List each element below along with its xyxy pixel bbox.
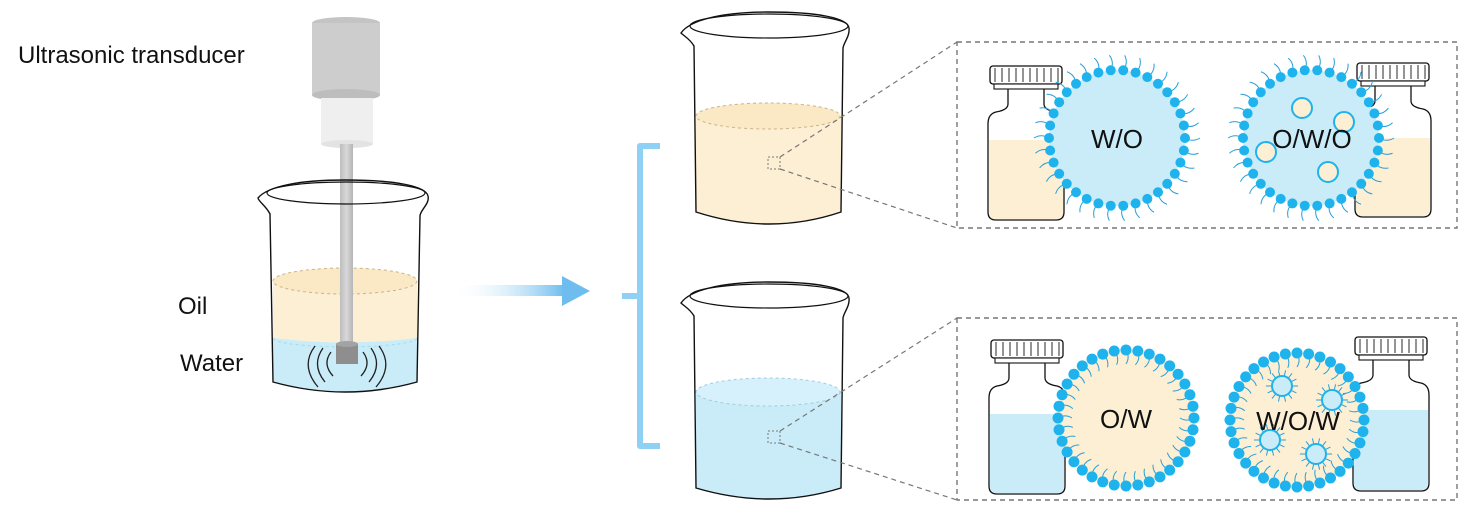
label-water: Water xyxy=(180,350,244,377)
sound-waves xyxy=(307,345,387,388)
bracket xyxy=(622,143,660,449)
droplet-wo xyxy=(1033,55,1201,221)
transducer xyxy=(312,17,380,148)
zoom-lines xyxy=(779,41,958,501)
droplet-owo xyxy=(1227,55,1395,221)
vial-water-right xyxy=(1352,336,1430,492)
label-oil: Oil xyxy=(178,293,208,320)
vial-water-left xyxy=(988,339,1066,495)
vial-oil-left xyxy=(987,65,1065,221)
droplet-ow xyxy=(1052,344,1200,492)
droplets xyxy=(1033,55,1395,493)
ultrasonic-setup xyxy=(257,17,429,393)
label-wow: W/O/W xyxy=(1256,406,1340,436)
droplet-wow xyxy=(1224,347,1370,493)
label-transducer: Ultrasonic transducer xyxy=(18,42,245,69)
beaker-water-continuous xyxy=(680,281,850,500)
beaker-oil-continuous xyxy=(680,11,850,225)
label-owo: O/W/O xyxy=(1272,124,1351,154)
label-ow: O/W xyxy=(1100,404,1152,434)
process-arrow xyxy=(452,276,590,306)
label-wo: W/O xyxy=(1091,124,1143,154)
beaker-ultrasonic xyxy=(257,144,429,393)
